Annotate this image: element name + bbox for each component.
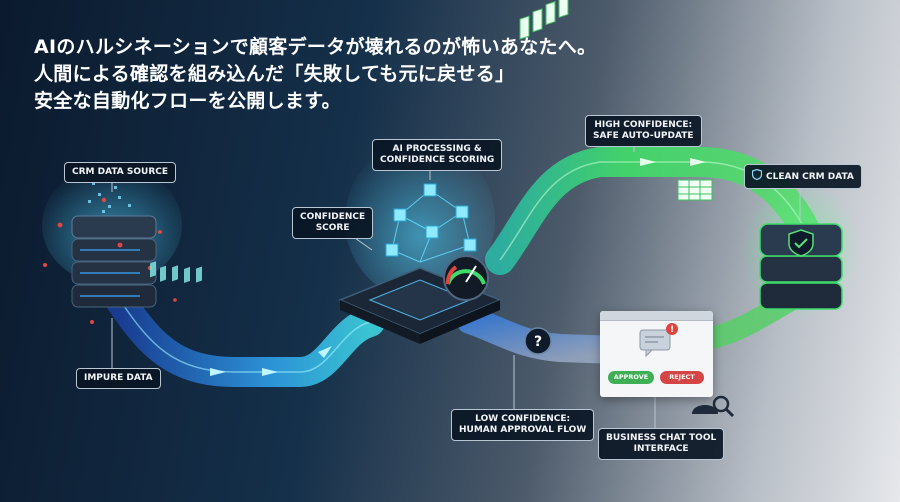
svg-text:?: ? (534, 334, 542, 350)
ai-processing-line-2: CONFIDENCE SCORING (380, 155, 495, 165)
table-grid-icon (519, 0, 713, 201)
chat-alert-icon: ! (639, 323, 678, 358)
shield-check-icon (740, 180, 860, 320)
clean-crm-data-label: CLEAN CRM DATA (744, 164, 862, 189)
approve-button[interactable]: APPROVE (608, 371, 654, 384)
confidence-score-label: CONFIDENCE SCORE (292, 207, 374, 239)
low-confidence-label: LOW CONFIDENCE: HUMAN APPROVAL FLOW (451, 409, 595, 441)
business-chat-tool-line-1: BUSINESS CHAT TOOL (606, 433, 717, 443)
ai-processing-line-1: AI PROCESSING & (392, 144, 482, 154)
business-chat-tool-line-2: INTERFACE (633, 444, 689, 454)
svg-text:!: ! (670, 325, 674, 335)
shield-icon (751, 168, 763, 184)
headline-line-2: 人間による確認を組み込んだ「失敗しても元に戻せる」 (34, 63, 515, 85)
low-confidence-flow-path (456, 306, 634, 364)
headline-line-3: 安全な自動化フローを公開します。 (34, 90, 341, 112)
impure-data-text: IMPURE DATA (84, 373, 153, 383)
impure-data-blocks (150, 261, 202, 284)
headline-line-1: AIのハルシネーションで顧客データが壊れるのが怖いあなたへ。 (34, 36, 597, 58)
chat-titlebar (600, 311, 713, 321)
high-confidence-label: HIGH CONFIDENCE: SAFE AUTO-UPDATE (585, 115, 702, 147)
headline: AIのハルシネーションで顧客データが壊れるのが怖いあなたへ。 人間による確認を組… (34, 34, 596, 115)
confidence-score-line-2: SCORE (315, 223, 350, 233)
input-flow-path (105, 285, 385, 387)
reject-button[interactable]: REJECT (660, 371, 704, 384)
chat-interface-panel: ! APPROVE REJECT (600, 311, 713, 397)
high-confidence-line-1: HIGH CONFIDENCE: (594, 120, 693, 130)
confidence-score-line-1: CONFIDENCE (300, 212, 366, 222)
server-stack-icon (42, 165, 182, 324)
gauge-icon (443, 255, 489, 301)
low-confidence-line-2: HUMAN APPROVAL FLOW (459, 425, 587, 435)
crm-data-source-text: CRM DATA SOURCE (72, 167, 169, 177)
impure-data-label: IMPURE DATA (76, 368, 161, 389)
question-icon: ? (524, 327, 552, 355)
crm-data-source-label: CRM DATA SOURCE (64, 162, 177, 183)
clean-crm-data-text: CLEAN CRM DATA (766, 172, 854, 182)
low-confidence-line-1: LOW CONFIDENCE: (475, 414, 571, 424)
high-confidence-line-2: SAFE AUTO-UPDATE (593, 131, 694, 141)
business-chat-tool-label: BUSINESS CHAT TOOL INTERFACE (598, 428, 725, 460)
ai-processing-label: AI PROCESSING & CONFIDENCE SCORING (372, 139, 503, 171)
